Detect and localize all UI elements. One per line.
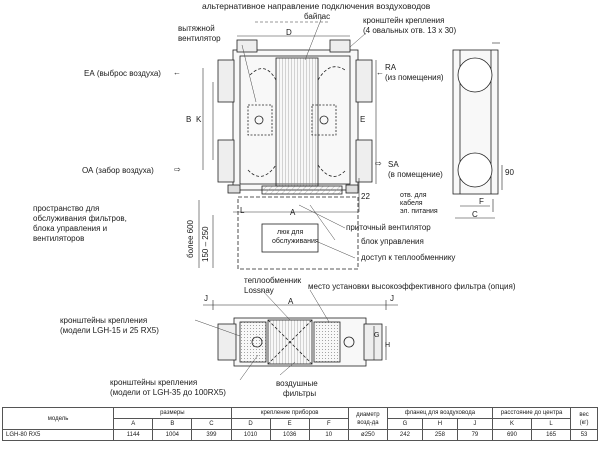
ea-label: ЕА (выброс воздуха): [84, 69, 161, 78]
cell-J: 79: [456, 429, 493, 441]
header-col-H: H: [421, 418, 458, 430]
brackets-lgh35-label-1: кронштейны крепления: [110, 378, 198, 387]
hatch-label-1: люк для: [277, 229, 304, 236]
cell-D: 1010: [230, 429, 271, 441]
exhaust-fan-label-1: вытяжной: [178, 24, 215, 33]
main-unit-top-view: [217, 39, 373, 270]
cell-H: 258: [421, 429, 458, 441]
header-col-F: F: [308, 418, 349, 430]
alt-duct-direction-title: альтернативное направление подключения в…: [202, 1, 431, 11]
table-row: LGH-80 RX5 1144 1004 399 1010 1036 10 ø2…: [1, 429, 598, 441]
sa-label-1: SA: [388, 160, 399, 169]
dim-H: H: [385, 342, 391, 349]
spec-table: модель размеры крепление приборов диамет…: [1, 407, 598, 441]
oa-arrow-icon: ⇨: [174, 165, 181, 174]
header-col-B: B: [152, 418, 193, 430]
brackets-lgh15-label-2: (модели LGH-15 и 25 RX5): [60, 326, 159, 335]
brackets-lgh35-label-2: (модели от LGH-35 до 100RX5): [110, 388, 226, 397]
spec-header-row-1: модель размеры крепление приборов диамет…: [1, 407, 598, 430]
oa-label: ОА (забор воздуха): [82, 166, 154, 175]
dim-J-left: J: [204, 294, 208, 303]
ra-label-1: RA: [385, 63, 397, 72]
header-weight: вес (кг): [570, 407, 598, 430]
row-model: LGH-80 RX5: [1, 429, 115, 441]
dim-22: 22: [361, 192, 370, 201]
dim-K: K: [196, 115, 202, 124]
dim-J-right: J: [390, 294, 394, 303]
cell-F: 10: [308, 429, 349, 441]
dim-A-bottom: A: [288, 297, 294, 306]
cell-B: 1004: [152, 429, 193, 441]
cable-holes-label-2: кабеля: [400, 200, 423, 207]
hepa-place-label: место установки высокоэффективного фильт…: [308, 282, 516, 291]
header-col-L: L: [531, 418, 572, 430]
ea-arrow-icon: ←: [173, 68, 181, 77]
dim-D: D: [286, 28, 292, 37]
cell-C: 399: [191, 429, 232, 441]
cell-L: 165: [531, 429, 572, 441]
side-view: [452, 42, 503, 219]
header-col-E: E: [269, 418, 310, 430]
header-weight-line1: вес: [579, 411, 589, 418]
header-diameter-line1: диаметр: [356, 411, 380, 418]
bypass-label: байпас: [304, 12, 331, 21]
dim-B: B: [186, 115, 192, 124]
supply-fan-label: приточный вентилятор: [346, 223, 431, 232]
header-col-K: K: [491, 418, 533, 430]
cell-G: 242: [386, 429, 423, 441]
header-center-distance: расстояние до центра: [491, 407, 572, 419]
heat-exchanger-label-1: теплообменник: [244, 276, 302, 285]
sa-arrow-icon: ⇨: [375, 159, 382, 168]
header-mounting: крепление приборов: [230, 407, 349, 419]
header-col-A: A: [113, 418, 154, 430]
service-space-label-3: блока управления и: [33, 224, 108, 233]
service-space-label-1: пространство для: [33, 204, 100, 213]
service-space-label-2: обслуживания фильтров,: [33, 214, 127, 223]
control-unit-label: блок управления: [361, 237, 424, 246]
ra-label-2: (из помещения): [385, 73, 444, 82]
header-diameter-line2: возд-да: [357, 419, 379, 426]
header-col-G: G: [386, 418, 423, 430]
exhaust-fan-label-2: вентилятор: [178, 34, 221, 43]
dim-A: A: [290, 208, 296, 217]
cell-A: 1144: [113, 429, 154, 441]
heat-exchanger-label-2: Lossnay: [244, 286, 274, 295]
hx-access-label: доступ к теплообменнику: [361, 253, 456, 262]
air-filters-label-1: воздушные: [276, 379, 318, 388]
header-diameter: диаметр возд-да: [347, 407, 388, 430]
cell-weight: 53: [570, 429, 598, 441]
header-col-J: J: [456, 418, 493, 430]
bracket-top-label-2: (4 овальных отв. 13 x 30): [363, 26, 457, 35]
more-600-label: более 600: [186, 220, 195, 258]
header-col-C: C: [191, 418, 232, 430]
ra-arrow-icon: ←: [376, 68, 384, 77]
cell-diameter: ø250: [347, 429, 388, 441]
dim-90: 90: [505, 168, 514, 177]
leader-lines: [194, 16, 367, 381]
dim-F: F: [479, 197, 484, 206]
dim-E: E: [360, 115, 366, 124]
cell-E: 1036: [269, 429, 310, 441]
header-flange: фланец для воздуховода: [386, 407, 493, 419]
dim-C: C: [472, 210, 478, 219]
range-150-250-label: 150 – 250: [201, 226, 210, 262]
cable-holes-label-1: отв. для: [400, 192, 427, 199]
header-col-D: D: [230, 418, 271, 430]
bracket-top-label-1: кронштейн крепления: [363, 16, 445, 25]
dim-L: L: [240, 206, 245, 215]
hatch-label-2: обслуживания: [272, 238, 319, 245]
cell-K: 690: [491, 429, 533, 441]
air-filters-label-2: фильтры: [283, 389, 317, 398]
cable-holes-label-3: эл. питания: [400, 208, 438, 215]
dimension-lines: [198, 21, 377, 268]
service-space-label-4: вентиляторов: [33, 234, 85, 243]
sa-label-2: (в помещение): [388, 170, 443, 179]
header-weight-line2: (кг): [579, 419, 589, 426]
header-model: модель: [1, 407, 115, 430]
header-sizes: размеры: [113, 407, 232, 419]
dim-G: G: [374, 332, 380, 339]
brackets-lgh15-label-1: кронштейны крепления: [60, 316, 148, 325]
